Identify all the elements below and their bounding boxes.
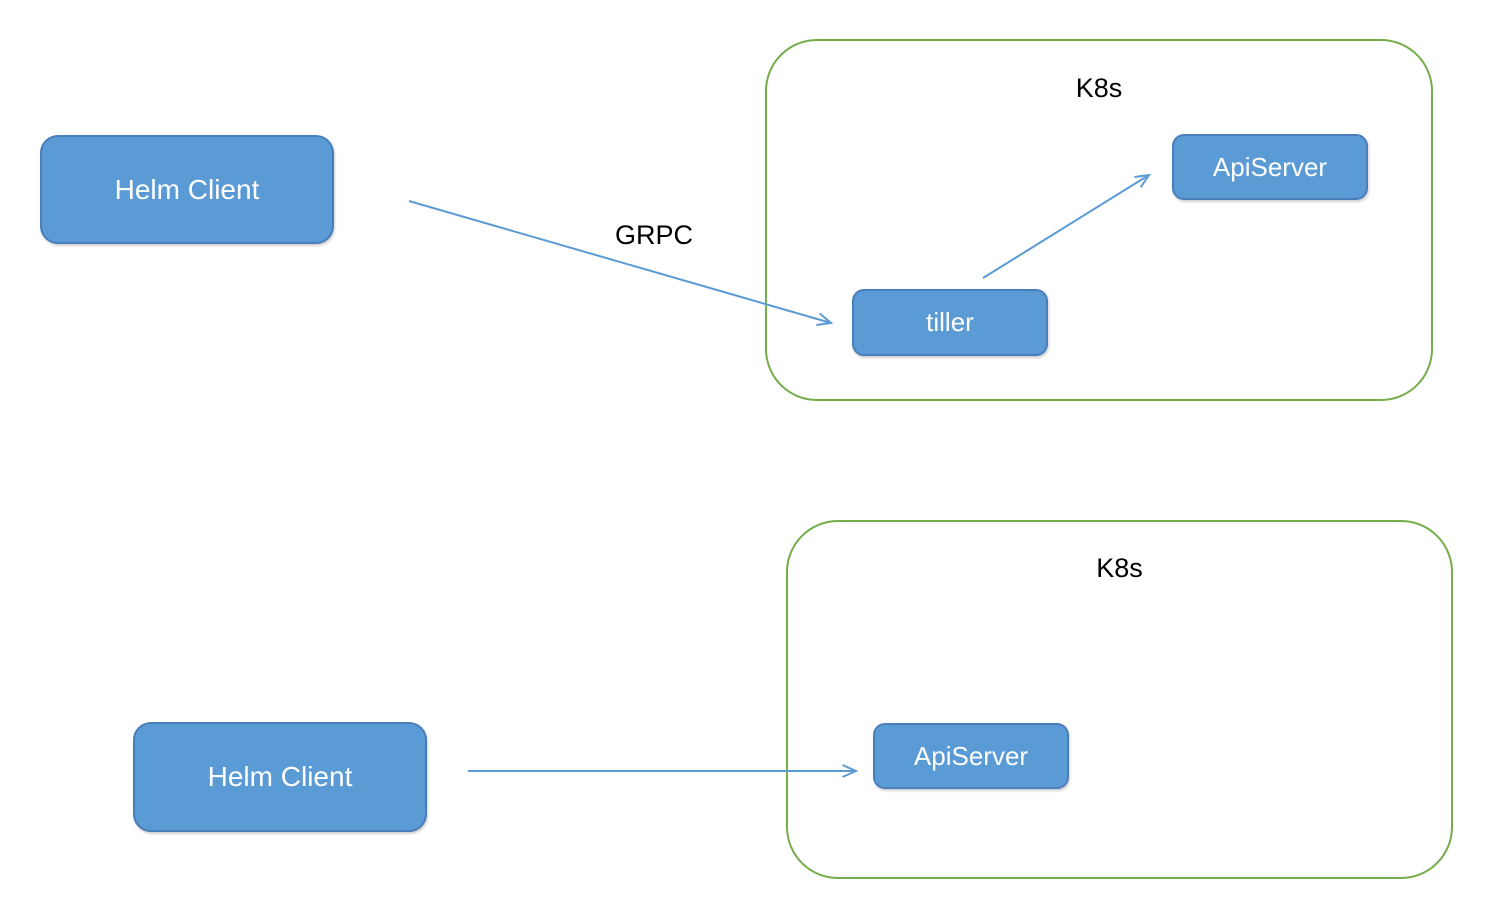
node-helm-client-top: Helm Client bbox=[40, 135, 334, 244]
node-tiller-label: tiller bbox=[926, 307, 974, 337]
k8s-label-top: K8s bbox=[1075, 73, 1123, 103]
node-helm-client-bottom: Helm Client bbox=[133, 722, 427, 832]
node-apiserver-top-label: ApiServer bbox=[1212, 151, 1328, 182]
node-tiller: tiller bbox=[852, 289, 1048, 356]
k8s-label-bottom: K8s bbox=[1096, 553, 1143, 583]
node-helm-client-bottom-label: Helm Client bbox=[207, 761, 353, 792]
node-apiserver-bottom-label: ApiServer bbox=[913, 740, 1029, 771]
k8s-cluster-bottom bbox=[786, 520, 1453, 879]
node-apiserver-top: ApiServer bbox=[1172, 134, 1368, 200]
node-helm-client-top-label: Helm Client bbox=[114, 173, 260, 205]
node-apiserver-bottom: ApiServer bbox=[873, 723, 1069, 789]
grpc-edge-label: GRPC bbox=[615, 220, 694, 250]
